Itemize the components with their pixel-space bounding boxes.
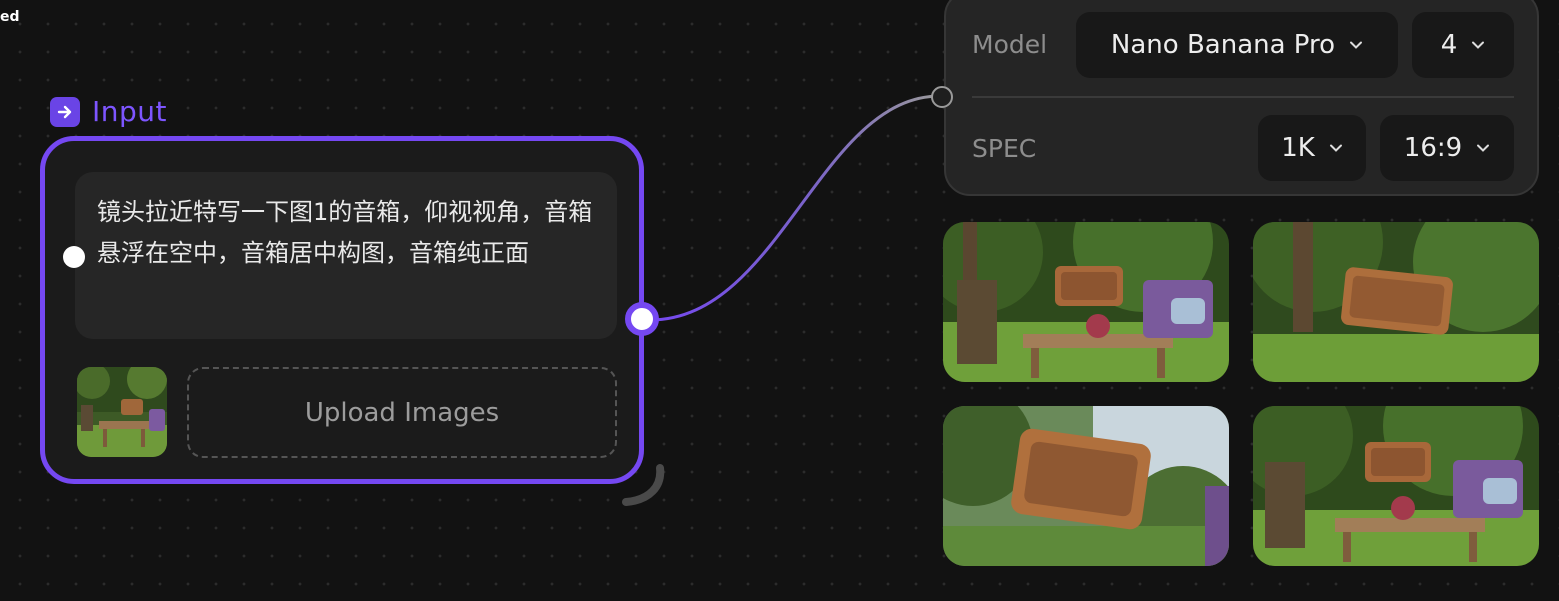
- output-image-1[interactable]: [943, 222, 1229, 382]
- count-dropdown[interactable]: 4: [1412, 12, 1514, 78]
- chevron-down-icon: [1329, 144, 1342, 152]
- input-node-title: Input: [92, 95, 168, 128]
- resolution-dropdown[interactable]: 1K: [1258, 115, 1366, 181]
- prompt-textarea[interactable]: 镜头拉近特写一下图1的音箱，仰视视角，音箱悬浮在空中，音箱居中构图，音箱纯正面: [75, 172, 617, 339]
- resize-handle-icon[interactable]: [620, 462, 668, 510]
- input-handle[interactable]: [63, 246, 85, 268]
- spec-label: SPEC: [972, 134, 1037, 163]
- chevron-down-icon: [1477, 144, 1490, 152]
- settings-input-handle[interactable]: [931, 86, 953, 108]
- model-label: Model: [972, 30, 1048, 59]
- corner-label: ed: [0, 9, 20, 25]
- chevron-down-icon: [1350, 41, 1363, 49]
- output-image-2[interactable]: [1253, 222, 1539, 382]
- output-image-4[interactable]: [1253, 406, 1539, 566]
- resolution-value: 1K: [1281, 133, 1315, 163]
- output-handle[interactable]: [625, 302, 659, 336]
- chevron-down-icon: [1472, 41, 1485, 49]
- model-value: Nano Banana Pro: [1110, 30, 1336, 60]
- input-node-header: Input: [50, 95, 167, 128]
- count-value: 4: [1440, 30, 1458, 60]
- input-node[interactable]: 镜头拉近特写一下图1的音箱，仰视视角，音箱悬浮在空中，音箱居中构图，音箱纯正面 …: [40, 136, 644, 484]
- model-dropdown[interactable]: Nano Banana Pro: [1076, 12, 1398, 78]
- generation-settings-panel: Model Nano Banana Pro 4 SPEC 1K 16:9: [944, 0, 1539, 196]
- upload-images-button[interactable]: Upload Images: [187, 367, 617, 458]
- reference-image-thumbnail[interactable]: [77, 367, 167, 457]
- output-image-3[interactable]: [943, 406, 1229, 566]
- aspect-ratio-dropdown[interactable]: 16:9: [1380, 115, 1514, 181]
- arrow-right-icon: [50, 96, 80, 127]
- settings-divider: [972, 96, 1514, 98]
- aspect-ratio-value: 16:9: [1403, 133, 1463, 163]
